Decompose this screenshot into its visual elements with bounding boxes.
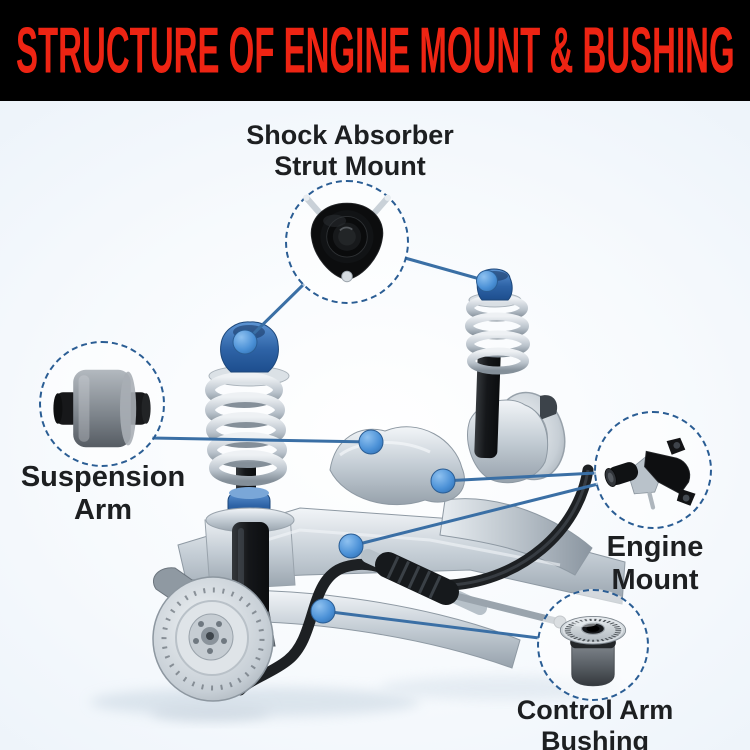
marker-engine-mount [430, 468, 456, 494]
connector-strut-mount-right [404, 256, 488, 283]
page-title: STRUCTURE OF ENGINE MOUNT & BUSHING [15, 14, 735, 87]
label-suspension-arm: Suspension Arm [20, 461, 186, 526]
label-engine-mount: Engine Mount [606, 531, 704, 596]
callout-suspension-arm [39, 341, 165, 467]
marker-control-arm-bushing [310, 598, 336, 624]
part-markers [232, 270, 498, 624]
connector-lines-layer [151, 256, 599, 640]
connector-strut-mount-left [243, 282, 306, 344]
marker-suspension-arm-bushing [358, 429, 384, 455]
label-control-arm-bushing: Control Arm Bushing [516, 695, 674, 750]
steering-rack [361, 549, 567, 629]
engine-mount-part-image [604, 437, 696, 510]
strut-mount-part-image [303, 194, 391, 283]
title-banner: STRUCTURE OF ENGINE MOUNT & BUSHING [0, 0, 750, 101]
marker-strut-mount-left [232, 329, 258, 355]
control-arm-bushing-image [559, 616, 627, 687]
brake-disc-left [152, 567, 274, 702]
label-strut-mount: Shock Absorber Strut Mount [246, 120, 454, 181]
callout-engine-mount [594, 411, 712, 529]
suspension-arm-bushing-image [53, 369, 151, 448]
right-strut [465, 268, 566, 484]
coil-spring-left [205, 372, 287, 486]
callout-control-arm-bushing [537, 589, 649, 701]
marker-strut-mount-right [476, 270, 498, 292]
connector-engine-mount-a [442, 471, 597, 483]
connector-engine-mount-b [350, 482, 599, 548]
connector-control-arm-bushing [322, 609, 540, 640]
connector-suspension-arm [151, 436, 372, 444]
callout-strut-mount [285, 180, 409, 304]
marker-lower-mount [338, 533, 364, 559]
